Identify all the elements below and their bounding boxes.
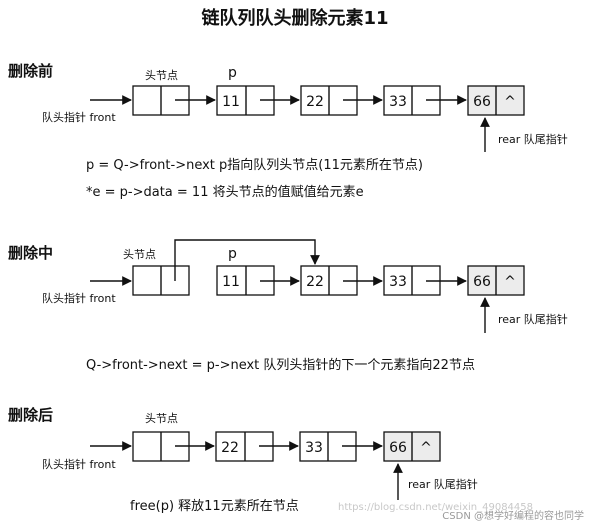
note-line: *e = p->data = 11 将头节点的值赋值给元素e [86, 184, 364, 200]
rear-pointer-label: rear 队尾指针 [498, 312, 568, 326]
node-66-tail: 66 ^ [467, 265, 525, 296]
section-heading-during: 删除中 [8, 244, 53, 262]
node-value: 66 [473, 94, 491, 110]
section-before: 删除前 队头指针 front 头节点 p 11 22 33 [8, 62, 568, 200]
section-after: 删除后 队头指针 front 头节点 22 33 66 ^ rear 队尾指 [8, 406, 478, 514]
diagram-title: 链队列队头删除元素11 [201, 7, 388, 29]
pointer-p-label: p [228, 246, 237, 262]
null-pointer-symbol: ^ [504, 94, 516, 110]
node-value: 33 [389, 94, 407, 110]
node-value: 66 [473, 274, 491, 290]
node-66-tail: 66 ^ [383, 431, 441, 462]
node-value: 11 [222, 94, 240, 110]
head-node-label: 头节点 [145, 412, 178, 425]
rear-pointer-label: rear 队尾指针 [408, 477, 478, 491]
head-node [132, 265, 190, 296]
bypass-pointer-arrow [174, 239, 320, 281]
node-value: 22 [306, 94, 324, 110]
node-33: 33 [383, 85, 441, 116]
node-value: 33 [305, 440, 323, 456]
front-pointer-label: 队头指针 front [42, 291, 116, 305]
note-line: Q->front->next = p->next 队列头指针的下一个元素指向22… [86, 357, 475, 373]
node-value: 22 [221, 440, 239, 456]
note-line: p = Q->front->next p指向队列头节点(11元素所在节点) [86, 157, 423, 173]
watermark-credit: CSDN @想学好编程的容也同学 [442, 509, 584, 522]
note-line: free(p) 释放11元素所在节点 [130, 499, 299, 514]
section-heading-before: 删除前 [8, 62, 53, 80]
front-pointer-label: 队头指针 front [42, 110, 116, 124]
node-value: 66 [389, 440, 407, 456]
section-heading-after: 删除后 [8, 406, 53, 424]
watermark-url: https://blog.csdn.net/weixin_49084458 [338, 502, 533, 513]
null-pointer-symbol: ^ [420, 440, 432, 456]
head-node-label: 头节点 [123, 248, 156, 261]
front-pointer-label: 队头指针 front [42, 457, 116, 471]
node-value: 22 [306, 274, 324, 290]
node-value: 33 [389, 274, 407, 290]
head-node-label: 头节点 [145, 69, 178, 82]
node-22: 22 [215, 431, 274, 462]
pointer-p-label: p [228, 65, 237, 81]
node-66-tail: 66 ^ [467, 85, 525, 116]
section-during: 删除中 队头指针 front 头节点 p 11 22 33 [8, 239, 568, 373]
null-pointer-symbol: ^ [504, 274, 516, 290]
rear-pointer-label: rear 队尾指针 [498, 132, 568, 146]
node-value: 11 [222, 274, 240, 290]
